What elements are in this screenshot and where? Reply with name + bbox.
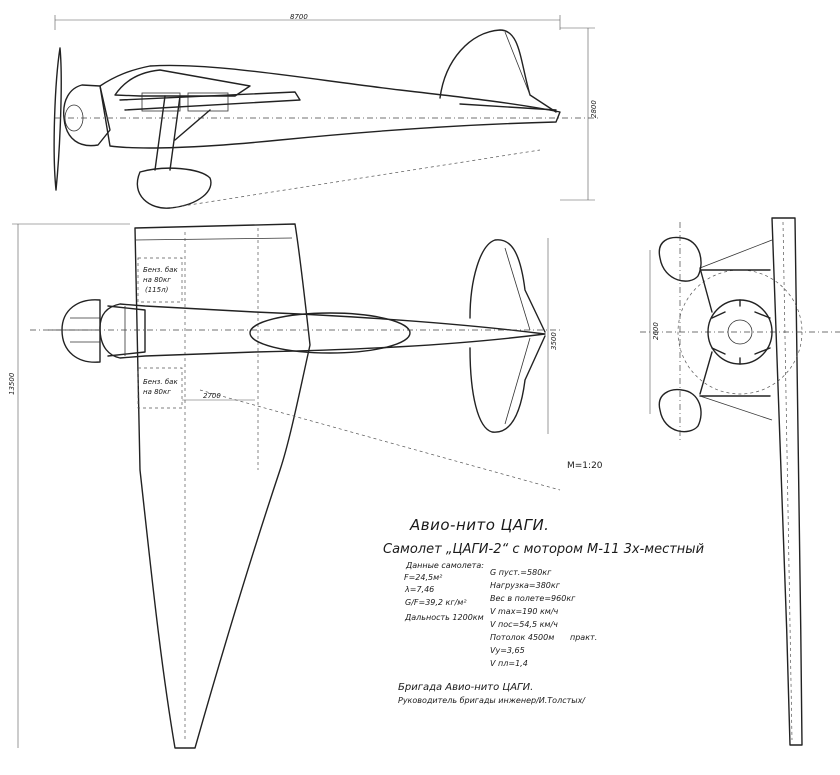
front-view: 2600 <box>640 217 840 746</box>
right-data-2: Вес в полете=960кг <box>490 594 576 603</box>
front-struts <box>699 267 771 397</box>
top-view: Бенз. бак на 80кг (115л) Бенз. бак на 80… <box>8 223 561 749</box>
ceiling-note: практ. <box>570 633 597 642</box>
side-nose <box>63 84 111 147</box>
top-h-tail-upper <box>469 239 546 333</box>
left-data-3: Дальность 1200км <box>404 613 484 622</box>
tank-upper-l3: (115л) <box>145 286 169 294</box>
brigade-label: Бригада Авио-нито ЦАГИ. <box>398 682 533 693</box>
left-data-1: λ=7,46 <box>404 585 434 594</box>
title-block: М=1:20 Авио-нито ЦАГИ. Самолет „ЦАГИ-2“ … <box>383 461 704 705</box>
right-data-0: G пуст.=580кг <box>490 568 552 577</box>
dim-side-height: 2800 <box>590 100 598 118</box>
right-data-1: Нагрузка=380кг <box>490 581 561 590</box>
drawing-subtitle: Самолет „ЦАГИ-2“ с мотором М-11 3х-местн… <box>383 542 704 557</box>
dim-top-span: 8700 <box>290 13 308 21</box>
right-data-5: Потолок 4500м <box>490 633 554 642</box>
top-fuselage <box>99 303 546 359</box>
scale-label: М=1:20 <box>567 461 603 471</box>
tank-lower-l1: Бенз. бак <box>143 378 178 386</box>
top-nose <box>61 299 101 363</box>
dim-tail-span: 3500 <box>550 332 558 350</box>
left-data-2: G/F=39,2 кг/м² <box>405 598 467 607</box>
side-canopy <box>114 69 251 97</box>
right-data-3: V max=190 км/ч <box>490 607 559 616</box>
tank-lower-l2: на 80кг <box>143 388 171 396</box>
side-fin <box>439 29 557 113</box>
side-propeller <box>53 47 62 191</box>
right-data-4: V пос=54,5 км/ч <box>490 620 558 629</box>
top-wing <box>134 223 311 749</box>
tank-upper-box <box>137 257 183 303</box>
right-data-7: V пл=1,4 <box>490 659 528 668</box>
side-fuselage <box>99 64 561 149</box>
side-wheel-fairing <box>136 167 212 209</box>
tank-upper-l1: Бенз. бак <box>143 266 178 274</box>
front-wing <box>771 217 803 746</box>
dim-wingspan: 13500 <box>8 372 16 395</box>
front-wheel-lower <box>658 388 702 433</box>
dim-front-track: 2600 <box>652 322 660 340</box>
drawing-title: Авио-нито ЦАГИ. <box>409 516 549 534</box>
tank-upper-l2: на 80кг <box>143 276 171 284</box>
right-data-6: Vy=3,65 <box>490 646 525 655</box>
data-heading: Данные самолета: <box>405 561 484 570</box>
dim-tank-width: 2700 <box>203 392 221 400</box>
side-view: 8700 2800 <box>53 13 600 209</box>
side-landing-gear <box>154 95 211 171</box>
front-wheel-upper <box>658 236 702 282</box>
leader-label: Руководитель бригады инженер/И.Толстых/ <box>398 696 586 705</box>
left-data-0: F=24,5м² <box>404 573 443 582</box>
top-h-tail-lower <box>469 335 546 433</box>
